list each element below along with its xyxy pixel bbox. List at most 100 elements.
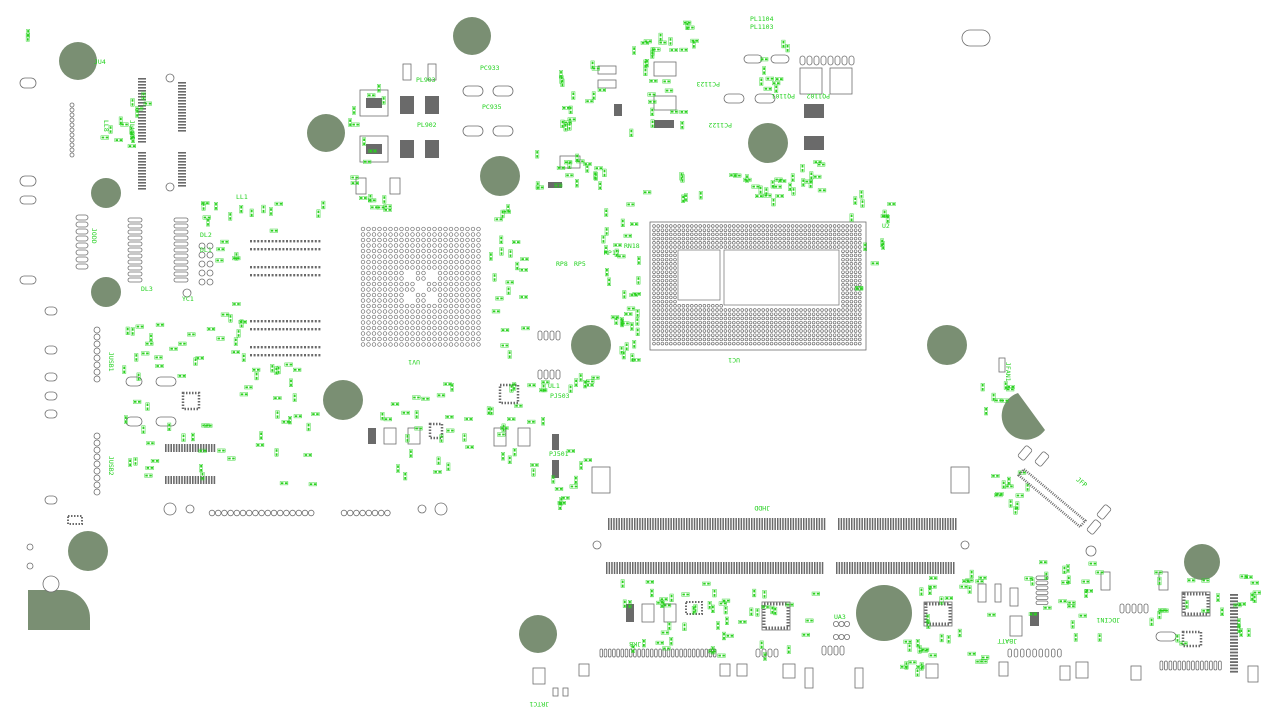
smd-outline: [1028, 612, 1038, 617]
bga-ball: [448, 232, 454, 237]
smd-pad: [748, 178, 751, 181]
bga-ball: [360, 259, 366, 265]
oval-pad: [629, 648, 633, 658]
smd-outline: [505, 280, 514, 285]
bga-ball: [459, 309, 465, 314]
connector-pin: [895, 562, 898, 574]
smd-outline: [614, 316, 619, 325]
smd-pad: [293, 394, 296, 398]
smd-pad: [681, 126, 684, 129]
oval-pad: [603, 648, 608, 658]
smd-pad: [540, 186, 544, 189]
smd-outline: [292, 393, 297, 402]
bga-ball: [393, 320, 399, 325]
bga-ball: [669, 232, 673, 237]
memory-pad: [293, 354, 296, 357]
connector-pin: [942, 562, 945, 574]
bga-ball: [652, 224, 656, 228]
mounting-hole: [91, 277, 121, 307]
bga-ball: [824, 333, 828, 337]
oval-pad: [208, 509, 216, 517]
connector-pin: [738, 562, 741, 574]
smd-pad: [985, 412, 987, 415]
smd-outline: [680, 120, 685, 130]
bga-ball: [388, 298, 393, 303]
smd-pad: [684, 111, 688, 113]
smd-pad: [125, 420, 127, 423]
stack-pad: [173, 271, 189, 277]
smd-outline: [808, 179, 813, 189]
bga-ball: [774, 232, 778, 237]
bga-ball: [845, 283, 849, 287]
stack-pad: [75, 235, 89, 242]
smd-pad: [470, 446, 474, 448]
via: [69, 137, 75, 143]
connector-pin: [766, 518, 769, 530]
smd-pad: [132, 135, 134, 139]
connector-pin: [723, 562, 725, 574]
bga-ball: [778, 224, 782, 228]
connector-pin: [800, 518, 802, 530]
bga-ball: [681, 320, 686, 325]
bga-ball: [685, 341, 690, 346]
bga-ball: [790, 241, 795, 245]
bga-ball: [393, 259, 399, 265]
bga-ball: [656, 283, 660, 287]
smd-pad: [1202, 609, 1205, 612]
bga-ball: [476, 342, 481, 347]
bga-ball: [853, 274, 858, 279]
memory-pad: [318, 346, 321, 349]
smd-pad: [630, 133, 633, 137]
bga-ball: [443, 248, 448, 254]
via: [198, 251, 206, 259]
oval-pad: [359, 509, 366, 517]
bga-ball: [736, 236, 740, 241]
bga-ball: [443, 265, 448, 270]
smd-pad: [216, 259, 219, 262]
bga-ball: [727, 320, 732, 325]
smd-pad: [656, 641, 660, 644]
bga-ball: [673, 341, 677, 346]
smd-pad: [500, 248, 503, 251]
bga-ball: [858, 245, 862, 249]
smd-outline: [403, 472, 408, 481]
bga-ball: [382, 331, 388, 336]
connector-pin: [782, 518, 784, 530]
bga-ball: [715, 320, 719, 325]
bga-ball: [820, 236, 824, 241]
bga-ball: [757, 329, 761, 333]
memory-pad: [264, 354, 267, 357]
bga-ball: [677, 224, 681, 228]
bga-ball: [753, 312, 757, 316]
bga-ball: [404, 232, 410, 237]
smd-outline: [585, 383, 594, 387]
smd-pad: [628, 234, 632, 237]
smd-pad: [271, 365, 274, 368]
bga-ball: [465, 281, 470, 287]
bga-ball: [761, 325, 765, 329]
smd-outline: [507, 350, 512, 359]
smd-pad: [760, 82, 763, 85]
smd-pad: [1006, 485, 1009, 488]
bga-ball: [656, 325, 660, 329]
connector-pin: [621, 562, 624, 574]
smd-pad: [644, 72, 647, 76]
bga-ball: [681, 304, 686, 308]
memory-pad: [253, 248, 256, 251]
bga-ball: [845, 295, 849, 300]
bga-ball: [853, 262, 858, 266]
bga-ball: [664, 253, 669, 258]
smd-pad: [1011, 388, 1014, 391]
bga-ball: [757, 236, 761, 241]
connector-pin: [210, 444, 213, 452]
smd-pad: [126, 327, 129, 331]
bga-ball: [849, 308, 854, 312]
connector-pin: [641, 518, 644, 530]
bga-ball: [656, 295, 660, 300]
smd-pad: [192, 433, 194, 437]
smd-pad: [512, 418, 515, 420]
bga-ball: [669, 291, 673, 295]
connector-pin: [613, 562, 616, 574]
smd-pad: [1093, 562, 1097, 565]
bga-ball: [858, 333, 862, 337]
